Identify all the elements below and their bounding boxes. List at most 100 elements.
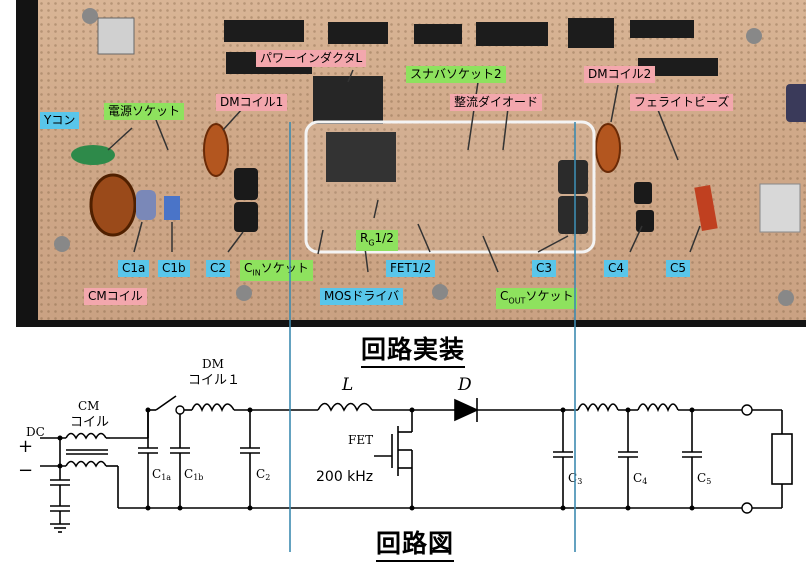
leader-lines [107, 69, 701, 273]
ic-chip [476, 22, 548, 46]
label-cm-coil-2: コイル [70, 415, 109, 430]
capacitor-c1a [136, 190, 156, 220]
label-dc: DC [26, 425, 45, 439]
label-minus: − [18, 460, 33, 481]
y-capacitor [71, 145, 115, 165]
ic-chip [328, 22, 388, 44]
label-c3: C3 [568, 471, 582, 486]
label-c4-main: C [633, 471, 642, 485]
label-c4: C4 [633, 471, 647, 486]
label-y-capacitor: Yコン [40, 112, 80, 129]
output-terminal-plus [741, 404, 753, 416]
label-plus: + [18, 436, 33, 457]
label-cin-sub: IN [252, 268, 261, 278]
capacitor-c4 [634, 182, 652, 204]
label-snubber-socket-2: スナバソケット2 [406, 66, 506, 83]
label-power-inductor: パワーインダクタL [256, 50, 367, 67]
label-c1b: C1b [158, 260, 190, 277]
label-dm-coil-1-line2: コイル１ [188, 373, 240, 388]
label-cin-main: C [244, 261, 253, 275]
switch-terminal [175, 405, 185, 415]
label-c1a: C1a [152, 467, 171, 482]
dm-coil-2 [595, 123, 621, 173]
breadboard: Yコン 電源ソケット DMコイル1 パワーインダクタL スナバソケット2 整流ダ… [38, 0, 806, 320]
ic-chip [568, 18, 614, 48]
screw [746, 28, 762, 44]
label-fet: FET [348, 433, 373, 447]
label-mos-driver: MOSドライバ [320, 288, 404, 305]
label-cout-socket: COUTソケット [496, 288, 578, 310]
label-c2: C2 [256, 467, 270, 482]
label-power-socket: 電源ソケット [104, 103, 185, 120]
screw [54, 236, 70, 252]
capacitor-c5 [694, 184, 718, 232]
label-frequency: 200 kHz [316, 469, 373, 485]
ic-chip [224, 20, 304, 42]
label-c3-main: C [568, 471, 577, 485]
highlight-box [304, 120, 596, 254]
label-c2-sub: 2 [265, 473, 270, 482]
board-photo: Yコン 電源ソケット DMコイル1 パワーインダクタL スナバソケット2 整流ダ… [16, 0, 806, 327]
label-cin-rest: ソケット [260, 261, 309, 275]
switch-block [97, 17, 135, 55]
label-c1a-main: C [152, 467, 161, 481]
label-c5: C5 [666, 260, 691, 277]
label-dm-coil-2: DMコイル2 [584, 66, 656, 83]
capacitor-c2b [234, 202, 258, 232]
label-fet: FET1/2 [386, 260, 436, 277]
label-rectifier-diode: 整流ダイオード [450, 94, 543, 111]
label-cout-rest: ソケット [525, 289, 574, 303]
capacitor-top-right [786, 84, 806, 122]
board-components [54, 8, 806, 306]
label-rg-rest: 1/2 [374, 231, 394, 245]
label-cm-coil-1: CM [78, 399, 99, 413]
caption-schematic: 回路図 [376, 524, 455, 562]
label-ferrite-beads: フェライトビーズ [630, 94, 734, 111]
label-c1a: C1a [118, 260, 150, 277]
inductor-core [326, 132, 396, 182]
label-c5-main: C [697, 471, 706, 485]
label-c1a-sub: 1a [161, 473, 171, 482]
ic-chip [414, 24, 462, 44]
screw [82, 8, 98, 24]
capacitor-c2 [234, 168, 258, 200]
label-cm-coil: CMコイル [84, 288, 147, 305]
ic-chip [638, 58, 718, 76]
label-c1b-sub: 1b [193, 473, 203, 482]
capacitor-c3 [558, 160, 588, 194]
dm-coil-1 [203, 123, 229, 177]
label-c3: C3 [532, 260, 557, 277]
label-c1b-main: C [184, 467, 193, 481]
label-c3-sub: 3 [577, 477, 582, 486]
label-diode-d: D [457, 375, 472, 395]
label-dm-coil-1-line1: DM [202, 357, 224, 371]
label-c4: C4 [604, 260, 629, 277]
screw [432, 284, 448, 300]
cm-coil [89, 173, 137, 237]
ic-chip [630, 20, 694, 38]
label-cout-sub: OUT [508, 296, 526, 306]
label-cout-main: C [500, 289, 509, 303]
caption-implementation: 回路実装 [361, 330, 466, 368]
label-dm-coil-1: DMコイル1 [216, 94, 288, 111]
label-rg: RG1/2 [356, 230, 398, 252]
label-c2-main: C [256, 467, 265, 481]
label-inductor-l: L [341, 375, 353, 395]
circuit-schematic: DC + − CM コイル DM コイル１ L D FET 200 kHz C1… [18, 357, 793, 533]
label-cin-socket: CINソケット [240, 260, 313, 282]
output-connector [759, 183, 801, 233]
power-inductor [313, 76, 383, 124]
label-rg-sub: G [368, 238, 375, 248]
label-rg-main: R [360, 231, 369, 245]
wires [40, 395, 793, 533]
nodes [57, 407, 695, 511]
screw [778, 290, 794, 306]
screw [236, 285, 252, 301]
capacitor-c4b [636, 210, 654, 232]
terminals [175, 404, 753, 514]
label-c5-sub: 5 [706, 477, 711, 486]
label-c1b: C1b [184, 467, 203, 482]
label-c5: C5 [697, 471, 711, 486]
label-c2: C2 [206, 260, 231, 277]
capacitor-c3b [558, 196, 588, 234]
